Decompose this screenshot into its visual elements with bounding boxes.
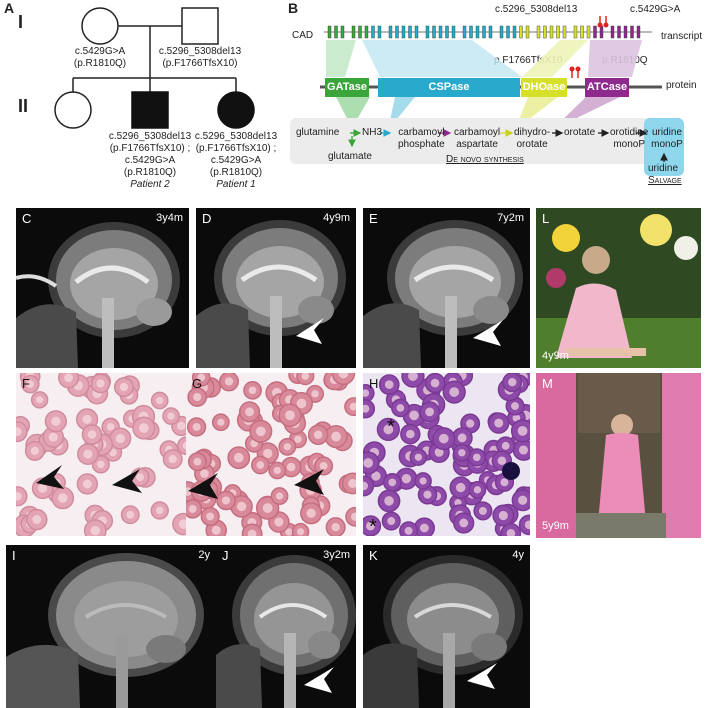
photo-panel-m: M 5y9m	[536, 373, 701, 538]
arrowhead-marker	[304, 667, 334, 693]
uridine-label: uridine	[648, 163, 679, 174]
cad-structure-diagram	[290, 16, 684, 176]
arrowhead-marker	[467, 663, 497, 689]
uridine-monop-box	[644, 118, 684, 176]
protein-label: protein	[666, 80, 697, 91]
father-genotype: c.5296_5308del13 (p.F1766TfsX10)	[158, 46, 242, 69]
brain-mri-image	[16, 222, 180, 368]
mutation-del13: c.5296_5308del13	[495, 4, 578, 15]
patient-photo	[536, 214, 701, 368]
transcript-exons	[327, 25, 641, 39]
arrowhead-marker	[296, 318, 324, 344]
dihydroorotate-label: dihydro- orotate	[514, 127, 551, 150]
panel-g-label: G	[192, 376, 203, 391]
panel-h-label: H	[369, 376, 379, 391]
domain-dhoase: DHOase	[521, 78, 567, 97]
mutation-c5429: c.5429G>A	[630, 4, 681, 15]
arrowhead-marker	[473, 320, 503, 346]
panel-i-label: I	[12, 548, 16, 563]
carbamoyl-phosphate-label: carbamoyl phosphate	[398, 127, 445, 150]
blood-smear-panel-g: G	[186, 373, 356, 536]
panel-a-label: A	[4, 0, 15, 16]
svg-text:*: *	[369, 516, 377, 536]
de-novo-synthesis-label: De novo synthesis	[446, 154, 524, 165]
patient-1-genotype: c.5296_5308del13 (p.F1766TfsX10) ; c.542…	[194, 131, 278, 190]
mri-panel-d: D 4y9m	[196, 208, 356, 368]
brain-mri-image	[196, 220, 346, 368]
panel-k-age: 4y	[512, 549, 524, 561]
panel-c-age: 3y4m	[156, 212, 183, 224]
gene-name: CAD	[292, 30, 314, 41]
brain-mri-image	[216, 555, 356, 708]
patient-1-name: Patient 1	[216, 179, 256, 190]
nh3-label: NH3	[362, 127, 383, 138]
panel-l-label: L	[542, 211, 550, 226]
mri-panel-c: C 3y4m	[16, 208, 189, 368]
photo-panel-l: L 4y9m	[536, 208, 701, 368]
patient-2-name: Patient 2	[130, 179, 170, 190]
panel-b-label: B	[288, 0, 299, 16]
panel-m-label: M	[542, 376, 553, 391]
mri-panel-e: E 7y2m	[363, 208, 530, 368]
panel-m-age: 5y9m	[542, 520, 569, 532]
orotate-label: orotate	[564, 127, 596, 138]
blood-smear-panel-h: ** H	[363, 373, 530, 536]
blood-smear-image	[16, 373, 189, 536]
panel-d-label: D	[202, 211, 212, 226]
blood-smear-image	[186, 373, 356, 536]
mutation-f1766: p.F1766TfsX10	[494, 55, 563, 66]
mother-genotype: c.5429G>A (p.R1810Q)	[73, 46, 127, 69]
mother-symbol	[81, 7, 119, 45]
domain-gatase: GATase	[325, 78, 369, 97]
orotidine-monop-label: orotidine monoP	[610, 127, 649, 150]
panel-k-label: K	[369, 548, 378, 563]
patient-1-symbol	[217, 91, 255, 129]
generation-2-label: II	[18, 96, 29, 116]
panel-c-label: C	[22, 211, 32, 226]
uridine-monop-label: uridine monoP	[651, 127, 683, 150]
transcript-label: transcript	[661, 31, 703, 42]
father-symbol	[181, 7, 219, 45]
domain-cspase: CSPase	[378, 78, 520, 97]
patient-photo	[536, 373, 701, 538]
brain-mri-image	[363, 220, 523, 368]
glutamine-label: glutamine	[296, 127, 340, 138]
panel-i-age: 2y	[198, 549, 210, 561]
panel-l-age: 4y9m	[542, 350, 569, 362]
mri-panel-j: J 3y2m	[216, 545, 356, 708]
brain-mri-image	[6, 553, 204, 708]
panel-d-age: 4y9m	[323, 212, 350, 224]
mri-panel-i: I 2y	[6, 545, 216, 708]
brain-mri-image	[363, 555, 523, 708]
salvage-label: Salvage	[648, 175, 682, 186]
panel-f-label: F	[22, 376, 30, 391]
blood-smear-panel-f: F	[16, 373, 189, 536]
mri-panel-k: K 4y	[363, 545, 530, 708]
svg-text:*: *	[387, 416, 395, 438]
pedigree-diagram	[54, 7, 255, 129]
blood-smear-image: **	[363, 373, 530, 536]
panel-e-age: 7y2m	[497, 212, 524, 224]
carbamoyl-aspartate-label: carbamoyl aspartate	[454, 127, 501, 150]
sibling-symbol	[54, 91, 92, 129]
glutamate-label: glutamate	[328, 151, 372, 162]
patient-2-genotype: c.5296_5308del13 (p.F1766TfsX10) ; c.542…	[108, 131, 192, 190]
domain-atcase: ATCase	[585, 78, 629, 97]
panel-j-label: J	[222, 548, 229, 563]
generation-1-label: I	[18, 12, 24, 32]
panel-j-age: 3y2m	[323, 549, 350, 561]
panel-e-label: E	[369, 211, 378, 226]
patient-2-symbol	[131, 91, 169, 129]
